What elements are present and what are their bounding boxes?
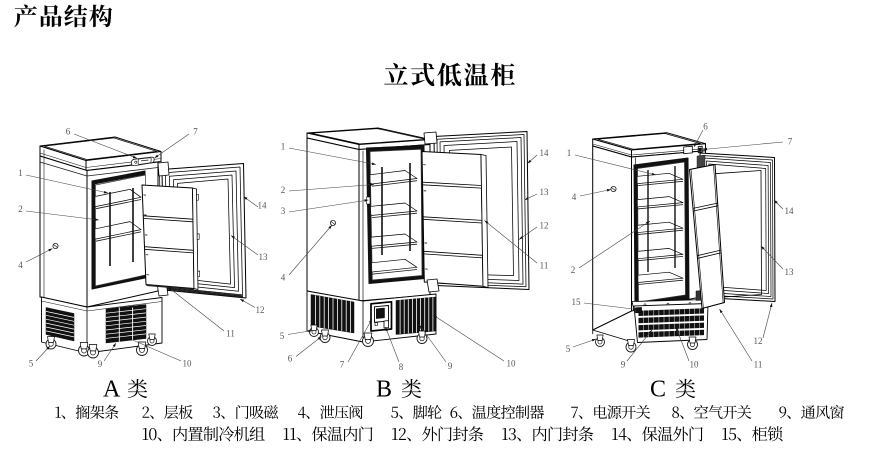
- svg-text:B: B: [376, 377, 392, 403]
- svg-text:9: 9: [98, 359, 103, 369]
- svg-text:C: C: [650, 377, 666, 403]
- svg-text:11: 11: [754, 360, 763, 370]
- svg-text:14: 14: [785, 206, 795, 216]
- svg-text:7: 7: [340, 360, 345, 370]
- svg-text:13: 13: [540, 187, 550, 197]
- svg-text:12: 12: [256, 305, 265, 315]
- svg-text:13: 13: [785, 267, 795, 277]
- svg-text:7: 7: [788, 137, 793, 147]
- svg-text:6: 6: [66, 127, 71, 137]
- svg-text:10: 10: [183, 359, 193, 369]
- svg-text:5: 5: [566, 344, 571, 354]
- svg-text:14: 14: [540, 148, 550, 158]
- svg-text:3: 3: [281, 206, 286, 216]
- svg-text:12: 12: [540, 221, 549, 231]
- svg-text:9: 9: [621, 360, 626, 370]
- svg-text:8: 8: [399, 362, 404, 372]
- svg-text:15: 15: [572, 297, 582, 307]
- svg-text:14: 14: [258, 201, 268, 211]
- svg-text:2: 2: [18, 204, 23, 214]
- svg-text:5: 5: [29, 359, 34, 369]
- svg-text:A: A: [103, 377, 121, 403]
- svg-text:7: 7: [193, 127, 198, 137]
- svg-text:5: 5: [280, 331, 285, 341]
- svg-text:10: 10: [690, 360, 700, 370]
- svg-text:11: 11: [540, 261, 549, 271]
- svg-text:2: 2: [281, 185, 286, 195]
- svg-text:4: 4: [281, 273, 286, 283]
- svg-text:6: 6: [703, 122, 708, 132]
- svg-text:11: 11: [226, 329, 235, 339]
- svg-text:9: 9: [448, 361, 453, 371]
- svg-text:10: 10: [507, 359, 517, 369]
- svg-text:4: 4: [572, 192, 577, 202]
- svg-text:6: 6: [288, 354, 293, 364]
- svg-text:12: 12: [754, 336, 763, 346]
- svg-text:13: 13: [259, 252, 269, 262]
- svg-text:4: 4: [18, 260, 23, 270]
- svg-text:1: 1: [567, 148, 572, 158]
- svg-text:1: 1: [18, 168, 23, 178]
- svg-text:1: 1: [281, 142, 286, 152]
- svg-text:2: 2: [571, 265, 576, 275]
